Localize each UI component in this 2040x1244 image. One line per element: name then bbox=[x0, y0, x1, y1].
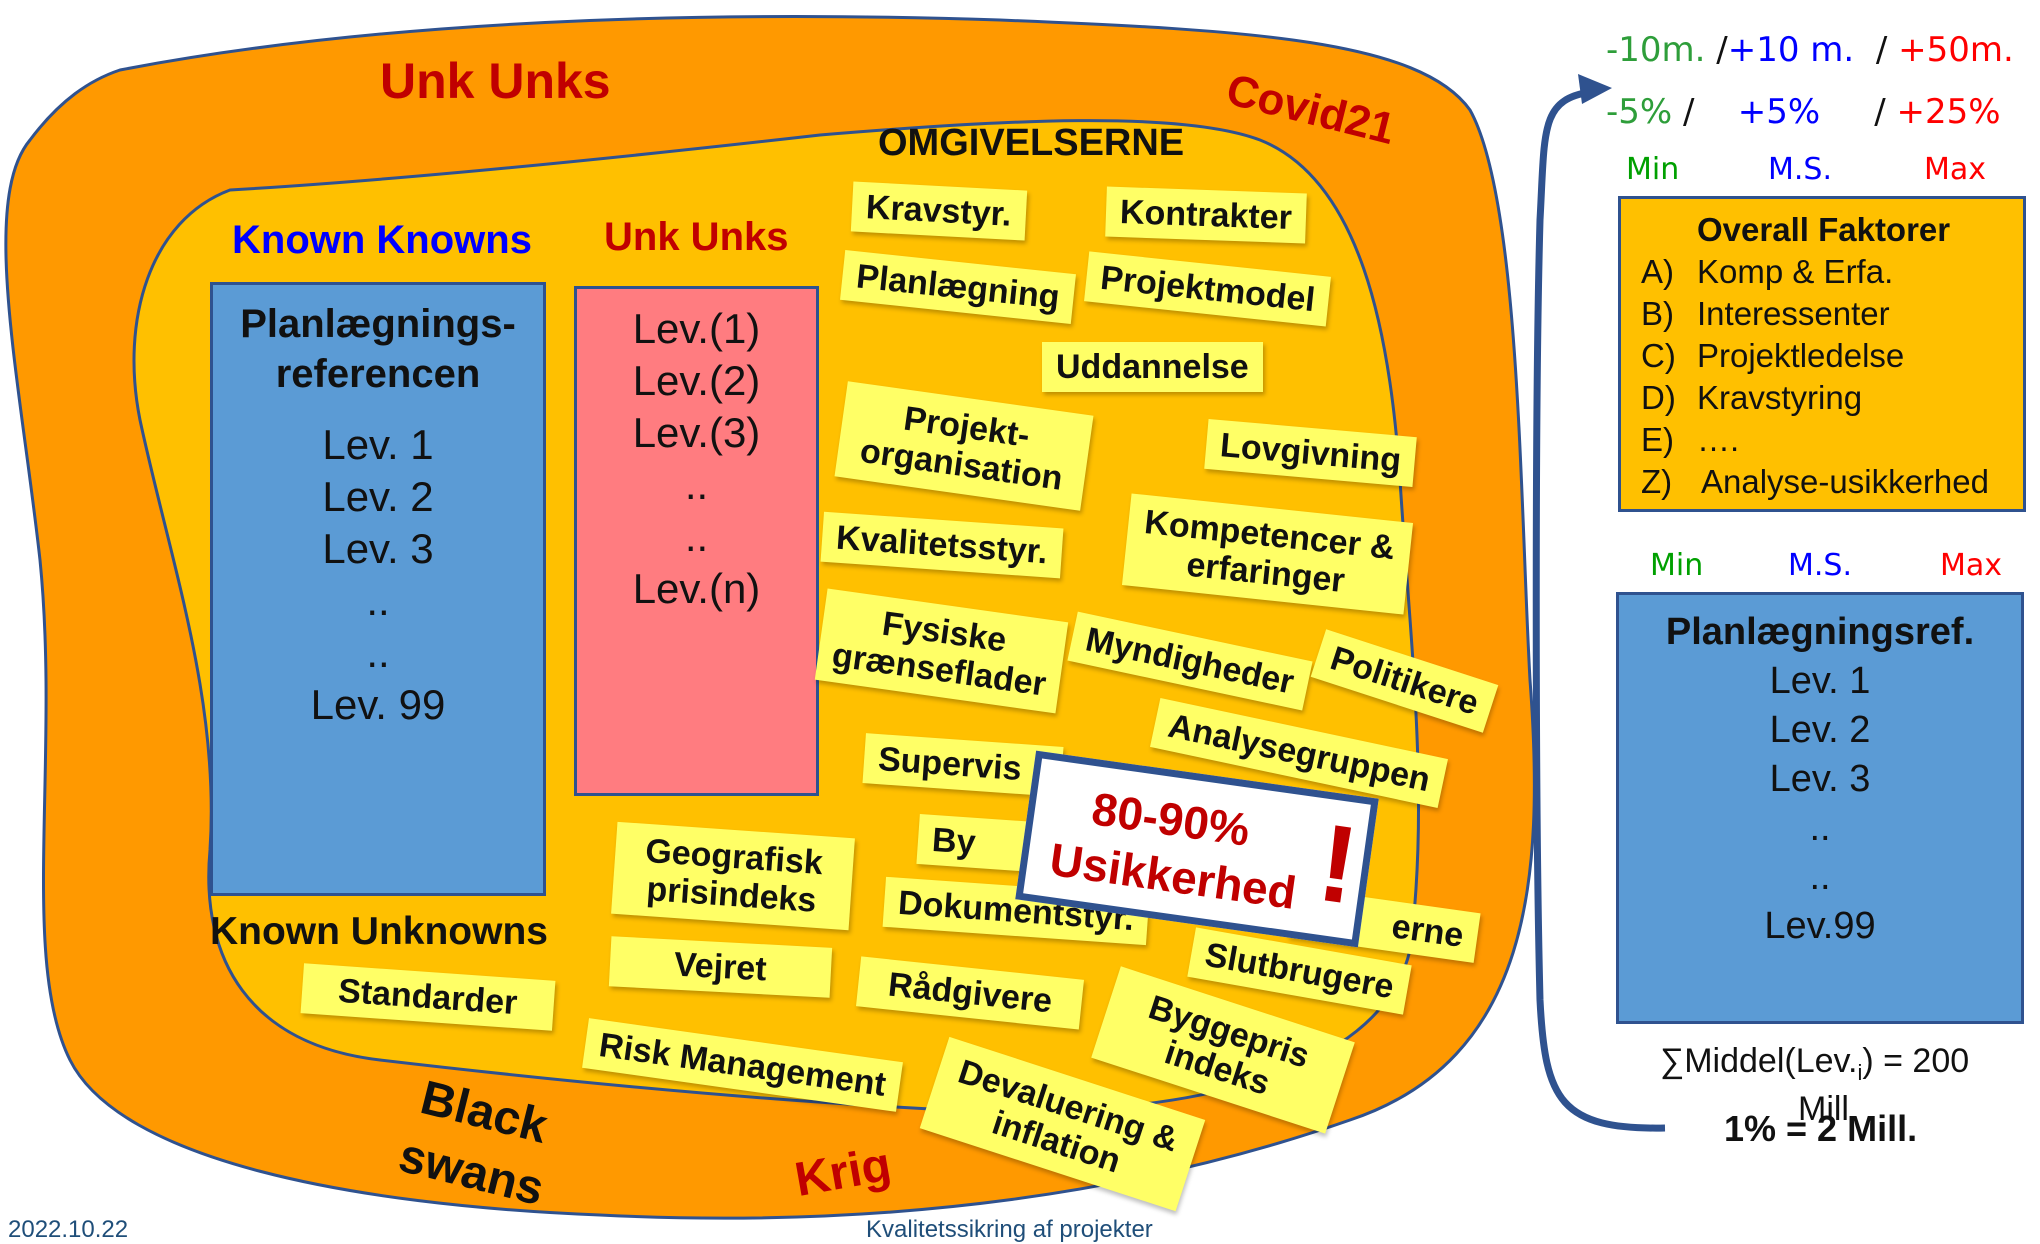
known-box-line: Lev. 3 bbox=[322, 525, 434, 572]
note-text: Lovgivning bbox=[1218, 426, 1403, 480]
unk-box-line: Lev.(2) bbox=[632, 357, 761, 404]
range-row-1: -10m. /+10 m. / +50m. bbox=[1606, 30, 2014, 70]
min-label: Min bbox=[1650, 548, 1704, 583]
factor-key: A) bbox=[1641, 253, 1674, 290]
note-text: Kvalitetsstyr. bbox=[834, 518, 1049, 572]
ms-percent: +5% bbox=[1737, 92, 1821, 132]
planning-reference-box: Planlægningsref. Lev. 1 Lev. 2 Lev. 3 ..… bbox=[1616, 592, 2024, 1024]
footer-title: Kvalitetssikring af projekter bbox=[866, 1216, 1153, 1243]
note-text: Supervis bbox=[876, 740, 1023, 789]
note-text: Uddannelse bbox=[1056, 348, 1249, 386]
sum-suffix: ) = 200 bbox=[1862, 1042, 1970, 1080]
min-amount: -10m. bbox=[1606, 30, 1706, 70]
known-box-line: Lev. 2 bbox=[322, 473, 434, 520]
separator: / bbox=[1683, 92, 1695, 132]
known-knowns-box: Planlægnings- referencen Lev. 1 Lev. 2 L… bbox=[210, 282, 546, 896]
factor-value: …. bbox=[1697, 421, 1740, 458]
factor-item: B) Interessenter bbox=[1641, 293, 2023, 335]
factor-value: Kravstyring bbox=[1697, 379, 1863, 416]
factor-item: C) Projektledelse bbox=[1641, 335, 2023, 377]
known-box-line: Lev. 1 bbox=[322, 421, 434, 468]
omgivelserne-label: OMGIVELSERNE bbox=[878, 122, 1185, 164]
known-box-line: .. bbox=[366, 577, 390, 624]
plan-ref-title: Planlægningsref. bbox=[1665, 611, 1975, 653]
known-box-title-2: referencen bbox=[275, 352, 481, 396]
ms-label: M.S. bbox=[1788, 548, 1852, 583]
note-kravstyr: Kravstyr. bbox=[850, 181, 1027, 241]
factor-key: D) bbox=[1641, 379, 1676, 416]
known-unknowns-label: Known Unknowns bbox=[210, 910, 548, 953]
factor-value: Analyse-usikkerhed bbox=[1701, 463, 1989, 500]
plan-ref-line: .. bbox=[1809, 856, 1831, 898]
sum-prefix: ∑Middel(Lev. bbox=[1660, 1042, 1858, 1080]
unk-box-line: .. bbox=[684, 461, 709, 508]
arrow-head bbox=[1578, 74, 1612, 104]
separator: / bbox=[1874, 92, 1886, 132]
factor-item: D) Kravstyring bbox=[1641, 377, 2023, 419]
factor-key: B) bbox=[1641, 295, 1674, 332]
unk-box-line: Lev.(3) bbox=[632, 409, 761, 456]
plan-ref-line: Lev. 2 bbox=[1769, 709, 1871, 751]
note-text: erne bbox=[1389, 907, 1466, 955]
separator: / bbox=[1875, 30, 1888, 70]
known-box-line: Lev. 99 bbox=[310, 681, 446, 728]
factor-item: E) …. bbox=[1641, 419, 2023, 461]
max-amount: +50m. bbox=[1898, 30, 2014, 70]
note-text: Standarder bbox=[336, 971, 519, 1023]
unk-box-line: Lev.(1) bbox=[632, 305, 761, 352]
known-box-line: .. bbox=[366, 629, 390, 676]
note-text: Kontrakter bbox=[1119, 193, 1293, 237]
sum-formula: ∑Middel(Lev.i) = 200 bbox=[1660, 1042, 1969, 1086]
plan-ref-line: Lev. 1 bbox=[1769, 660, 1871, 702]
min-percent: -5% bbox=[1606, 92, 1673, 132]
factor-key: E) bbox=[1641, 421, 1674, 458]
known-knowns-label: Known Knowns bbox=[232, 218, 532, 262]
ms-label-top: M.S. bbox=[1768, 152, 1832, 187]
factors-title: Overall Faktorer bbox=[1697, 211, 1951, 248]
max-label: Max bbox=[1940, 548, 2003, 583]
return-arrow bbox=[1532, 88, 1666, 1132]
outer-unk-unks-label: Unk Unks bbox=[380, 53, 611, 109]
sum-subscript: i bbox=[1857, 1059, 1863, 1085]
unk-box-line: .. bbox=[684, 513, 709, 560]
exclamation-icon: ! bbox=[1311, 800, 1365, 928]
note-text: Vejret bbox=[673, 945, 768, 989]
factor-key: Z) bbox=[1641, 463, 1673, 500]
unk-box-line: Lev.(n) bbox=[632, 565, 761, 612]
factor-value: Komp & Erfa. bbox=[1697, 253, 1894, 290]
factor-item: Z) Analyse-usikkerhed bbox=[1641, 461, 2023, 503]
factor-key: C) bbox=[1641, 337, 1676, 374]
factor-item: A) Komp & Erfa. bbox=[1641, 251, 2023, 293]
note-text: Kravstyr. bbox=[865, 188, 1013, 234]
ms-amount: +10 m. bbox=[1727, 30, 1855, 70]
plan-ref-line: Lev. 3 bbox=[1769, 758, 1871, 800]
overall-factors-box: Overall Faktorer A) Komp & Erfa. B) Intere… bbox=[1618, 196, 2026, 512]
unk-unks-box: Lev.(1) Lev.(2) Lev.(3) .. .. Lev.(n) bbox=[574, 286, 819, 796]
one-percent-label: 1% = 2 Mill. bbox=[1724, 1108, 1918, 1149]
separator: / bbox=[1716, 30, 1728, 70]
plan-ref-line: .. bbox=[1809, 807, 1831, 849]
min-label-top: Min bbox=[1626, 152, 1680, 187]
sum-mill: Mill. bbox=[1798, 1090, 1859, 1128]
plan-ref-line: Lev.99 bbox=[1764, 905, 1876, 947]
max-label-top: Max bbox=[1924, 152, 1987, 187]
note-uddannelse: Uddannelse bbox=[1042, 342, 1263, 392]
factor-value: Interessenter bbox=[1697, 295, 1890, 332]
range-row-2: -5% / +5% / +25% bbox=[1606, 92, 2001, 132]
inner-unk-unks-label: Unk Unks bbox=[604, 215, 789, 259]
note-kontrakter: Kontrakter bbox=[1105, 186, 1307, 244]
factor-value: Projektledelse bbox=[1697, 337, 1905, 374]
known-box-title-1: Planlægnings- bbox=[240, 302, 516, 346]
footer-date: 2022.10.22 bbox=[8, 1216, 129, 1243]
note-text: By bbox=[930, 820, 977, 862]
max-percent: +25% bbox=[1896, 92, 2001, 132]
